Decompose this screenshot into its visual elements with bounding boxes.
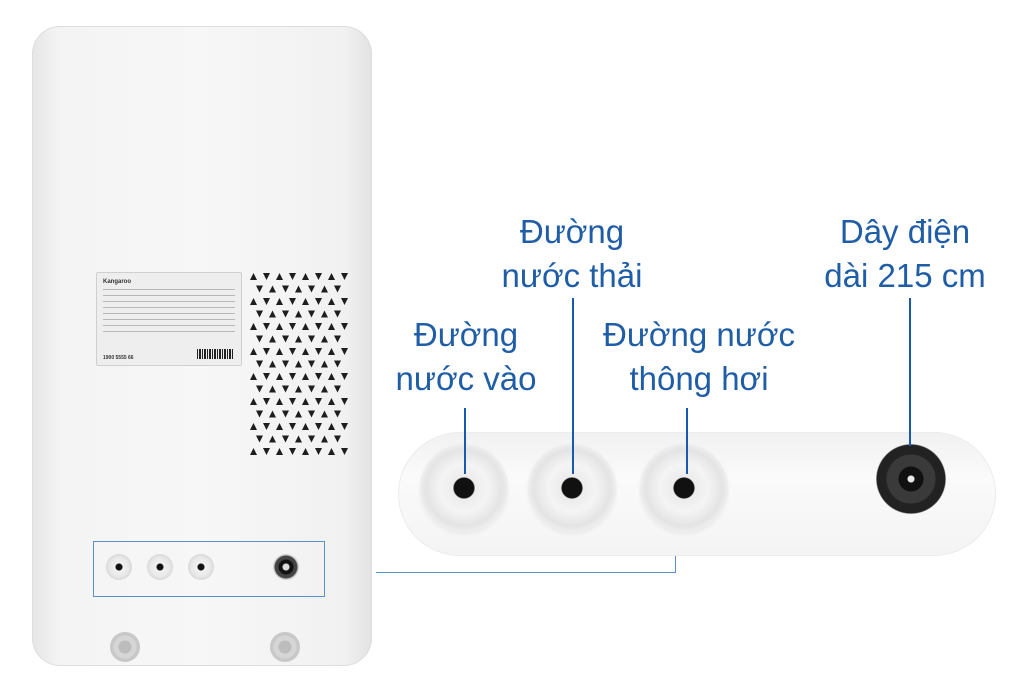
callout-vent-line2: thông hơi [629,360,769,397]
callout-line-inlet [464,408,466,474]
sticker-text-lines [103,289,235,337]
barcode [197,349,233,359]
callout-inlet-line2: nước vào [395,360,537,397]
sticker-brand: Kangaroo [103,279,132,285]
callout-drain-line2: nước thải [501,257,643,294]
callout-inlet: Đường nước vào [384,313,548,401]
callout-line-drain [572,298,574,474]
mini-port-vent [188,554,214,580]
port-highlight-frame [93,541,325,597]
callout-line-vent [686,408,688,474]
callout-line-power [909,298,911,446]
callout-power: Dây điện dài 215 cm [808,210,1002,298]
vent-port [640,444,728,532]
callout-drain: Đường nước thải [486,210,658,298]
power-socket [876,444,946,514]
zoom-connector-riser [675,555,676,573]
foot-right [270,632,300,662]
sticker-hotline: 1900 5555 66 [103,355,134,361]
callout-drain-line1: Đường [519,213,625,250]
zoom-connector-line [376,572,676,573]
foot-left [110,632,140,662]
callout-inlet-line1: Đường [413,316,519,353]
mini-port-inlet [106,554,132,580]
mini-port-drain [147,554,173,580]
ventilation-grille [248,270,352,460]
mini-power-socket [273,554,299,580]
callout-vent: Đường nước thông hơi [596,313,802,401]
callout-power-line2: dài 215 cm [824,257,986,294]
spec-sticker: Kangaroo 1900 5555 66 [96,272,242,366]
callout-power-line1: Dây điện [839,213,971,250]
callout-vent-line1: Đường nước [602,316,796,353]
